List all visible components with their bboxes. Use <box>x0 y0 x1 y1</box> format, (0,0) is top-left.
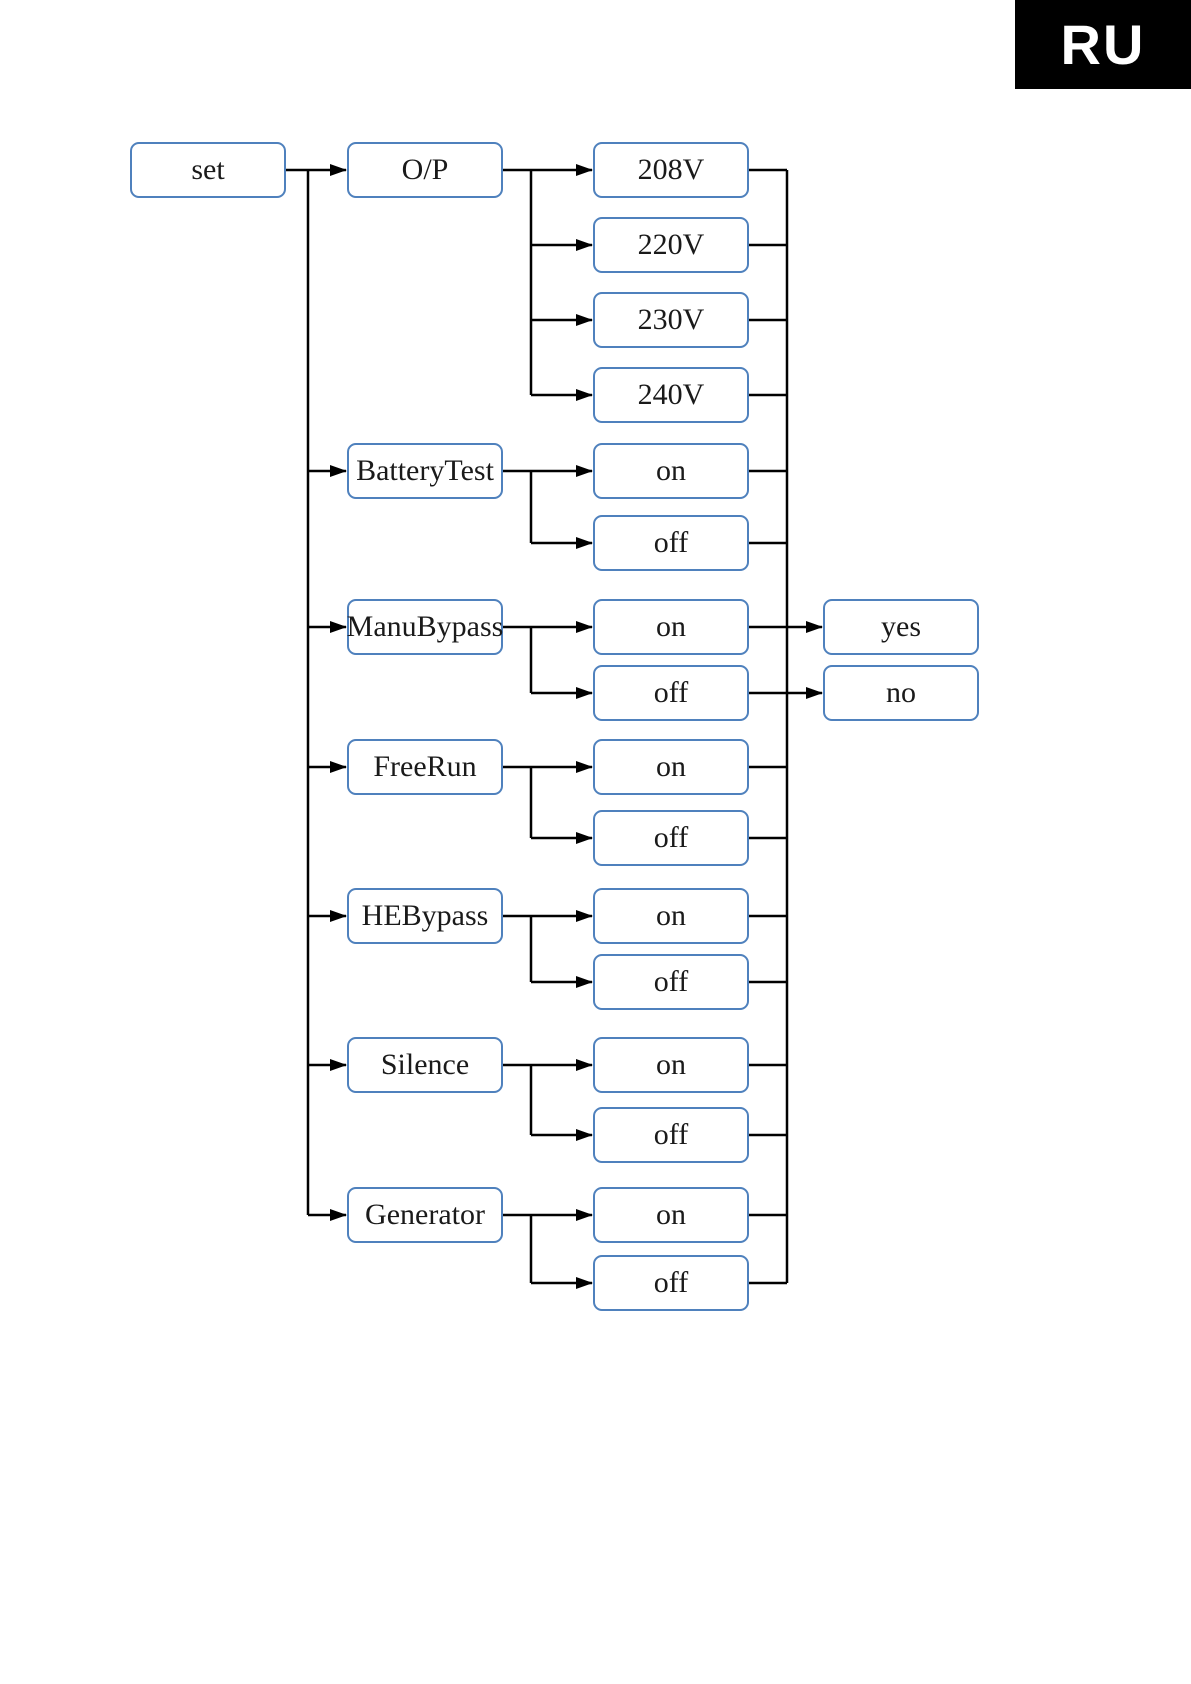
node-silence-on: on <box>593 1037 749 1093</box>
node-generator: Generator <box>347 1187 503 1243</box>
node-freerun: FreeRun <box>347 739 503 795</box>
node-hebypass: HEBypass <box>347 888 503 944</box>
node-op-240v: 240V <box>593 367 749 423</box>
node-manubypass: ManuBypass <box>347 599 503 655</box>
node-manubypass-yes: yes <box>823 599 979 655</box>
language-badge-label: RU <box>1060 13 1146 76</box>
node-silence-off: off <box>593 1107 749 1163</box>
node-op-220v: 220V <box>593 217 749 273</box>
node-freerun-on: on <box>593 739 749 795</box>
node-op: O/P <box>347 142 503 198</box>
node-freerun-off: off <box>593 810 749 866</box>
node-generator-off: off <box>593 1255 749 1311</box>
node-generator-on: on <box>593 1187 749 1243</box>
node-batterytest: BatteryTest <box>347 443 503 499</box>
node-op-230v: 230V <box>593 292 749 348</box>
node-silence: Silence <box>347 1037 503 1093</box>
node-manubypass-off: off <box>593 665 749 721</box>
node-hebypass-on: on <box>593 888 749 944</box>
node-batterytest-off: off <box>593 515 749 571</box>
node-manubypass-on: on <box>593 599 749 655</box>
node-op-208v: 208V <box>593 142 749 198</box>
language-badge: RU <box>1015 0 1191 89</box>
node-hebypass-off: off <box>593 954 749 1010</box>
node-set: set <box>130 142 286 198</box>
node-manubypass-no: no <box>823 665 979 721</box>
node-batterytest-on: on <box>593 443 749 499</box>
